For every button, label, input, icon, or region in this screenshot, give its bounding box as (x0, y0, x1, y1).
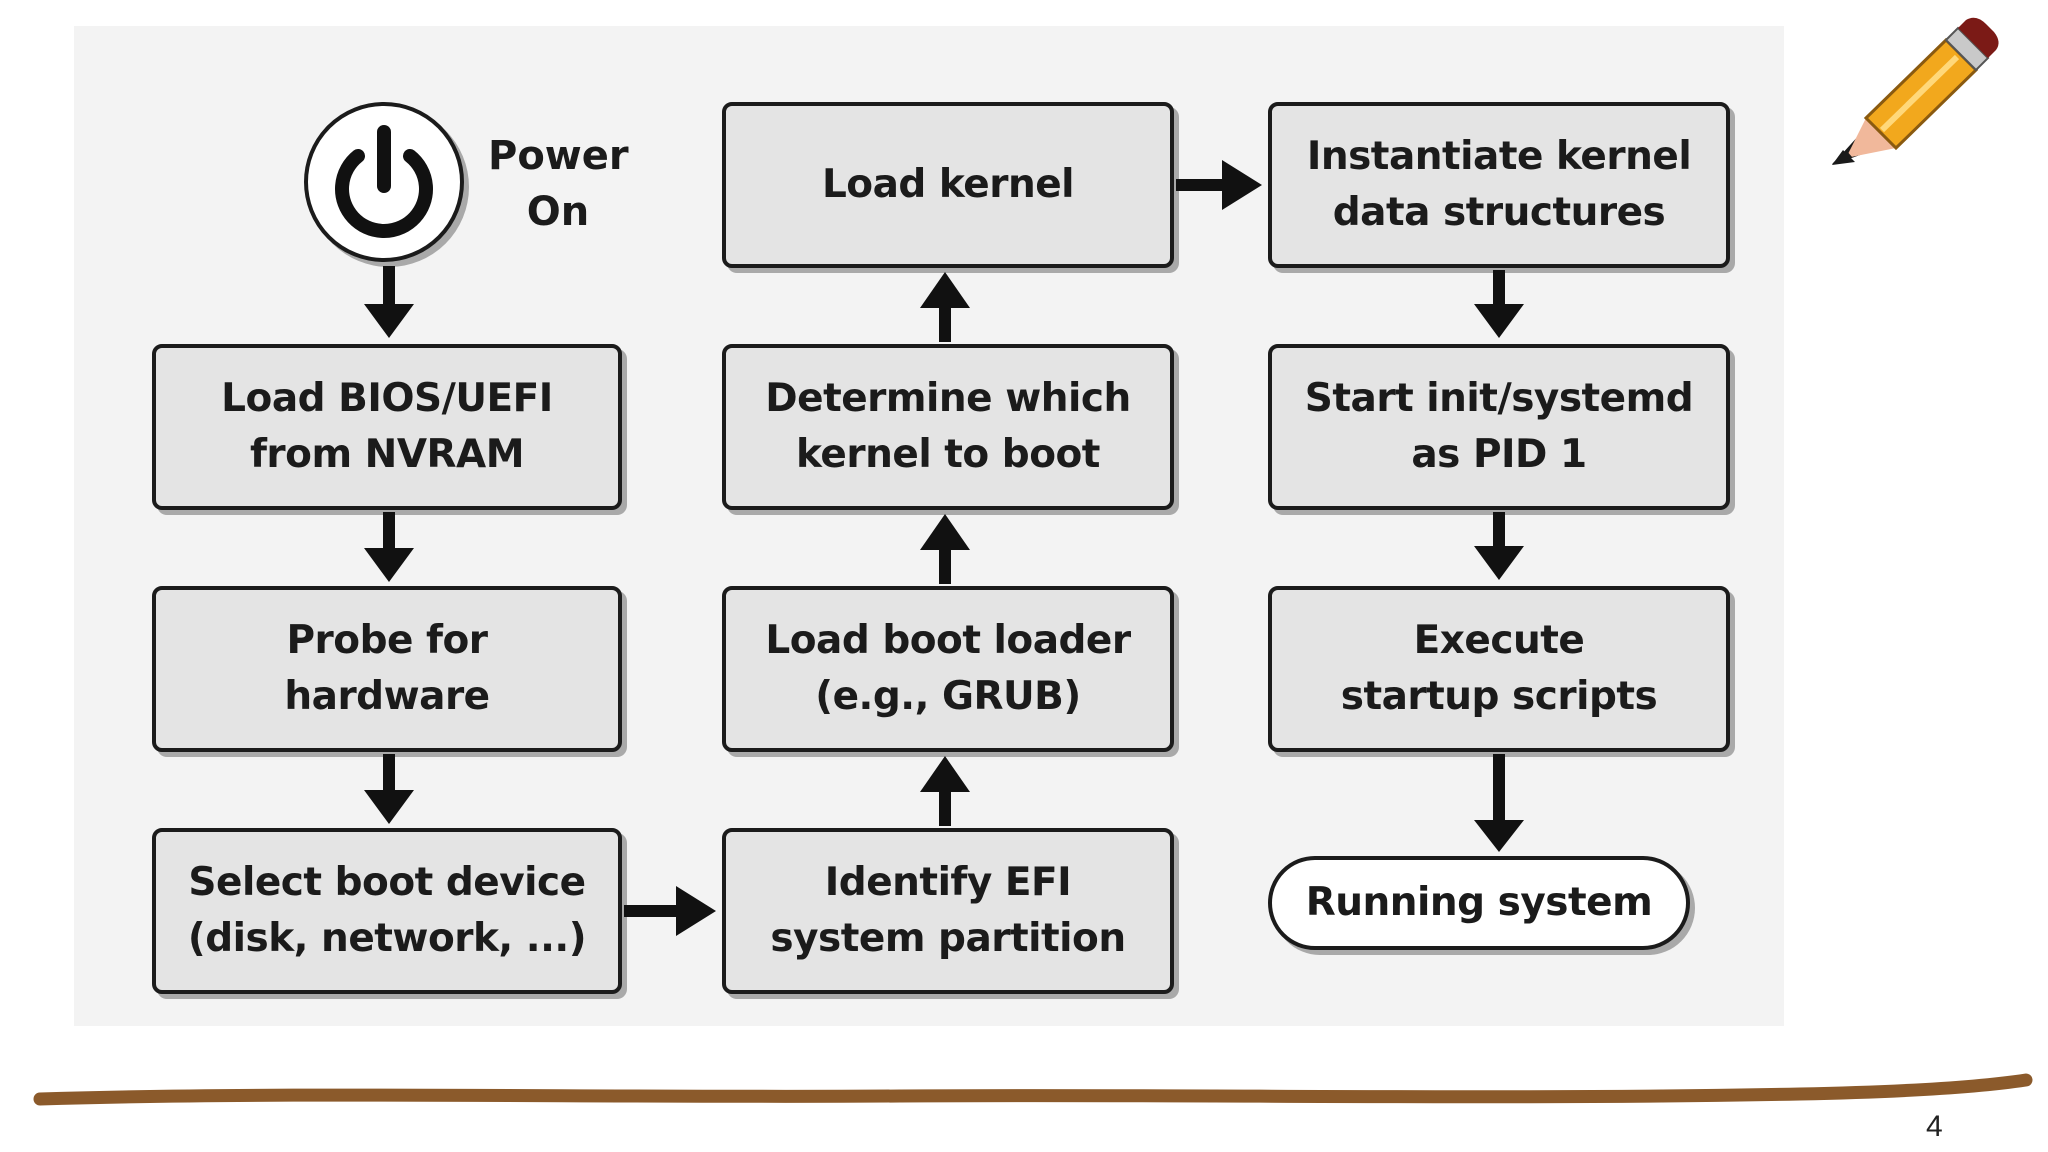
step-start-init-label: Start init/systemd as PID 1 (1304, 376, 1694, 477)
arrow-bootloader-to-determine (920, 514, 970, 584)
arrow-identify-to-bootloader (920, 756, 970, 826)
step-determine-kernel-label: Determine which kernel to boot (765, 376, 1131, 477)
arrow-probe-to-select (364, 754, 414, 824)
step-select-boot-device: Select boot device (disk, network, ...) (152, 828, 622, 994)
arrow-select-to-identify (624, 886, 716, 936)
step-determine-kernel: Determine which kernel to boot (722, 344, 1174, 510)
step-execute-scripts-label: Execute startup scripts (1340, 618, 1658, 719)
step-load-bios-label: Load BIOS/UEFI from NVRAM (221, 376, 553, 477)
page-number: 4 (1926, 1110, 1943, 1143)
power-icon (335, 125, 433, 238)
step-load-kernel: Load kernel (722, 102, 1174, 268)
step-load-boot-loader: Load boot loader (e.g., GRUB) (722, 586, 1174, 752)
pencil-icon (1832, 17, 1999, 165)
step-load-kernel-label: Load kernel (821, 162, 1075, 207)
arrow-determine-to-kernel (920, 272, 970, 342)
step-start-init: Start init/systemd as PID 1 (1268, 344, 1730, 510)
step-running-system: Running system (1268, 856, 1690, 950)
arrow-bios-to-probe (364, 512, 414, 582)
power-on-label: Power On (488, 133, 629, 235)
brown-underline (33, 1073, 2033, 1106)
step-probe-hardware: Probe for hardware (152, 586, 622, 752)
step-probe-hardware-label: Probe for hardware (284, 618, 490, 719)
step-identify-efi-label: Identify EFI system partition (770, 860, 1126, 961)
arrow-execute-to-running (1474, 754, 1524, 852)
step-load-bios: Load BIOS/UEFI from NVRAM (152, 344, 622, 510)
step-running-system-label: Running system (1305, 880, 1653, 925)
arrow-power-to-bios (364, 266, 414, 338)
arrow-init-to-execute (1474, 512, 1524, 580)
arrow-instantiate-to-init (1474, 270, 1524, 338)
arrow-kernel-to-instantiate (1176, 160, 1262, 210)
step-instantiate-kernel: Instantiate kernel data structures (1268, 102, 1730, 268)
step-select-boot-device-label: Select boot device (disk, network, ...) (187, 860, 587, 961)
step-load-boot-loader-label: Load boot loader (e.g., GRUB) (765, 618, 1131, 719)
step-identify-efi: Identify EFI system partition (722, 828, 1174, 994)
step-execute-scripts: Execute startup scripts (1268, 586, 1730, 752)
step-instantiate-kernel-label: Instantiate kernel data structures (1306, 134, 1692, 235)
power-button (304, 102, 464, 262)
